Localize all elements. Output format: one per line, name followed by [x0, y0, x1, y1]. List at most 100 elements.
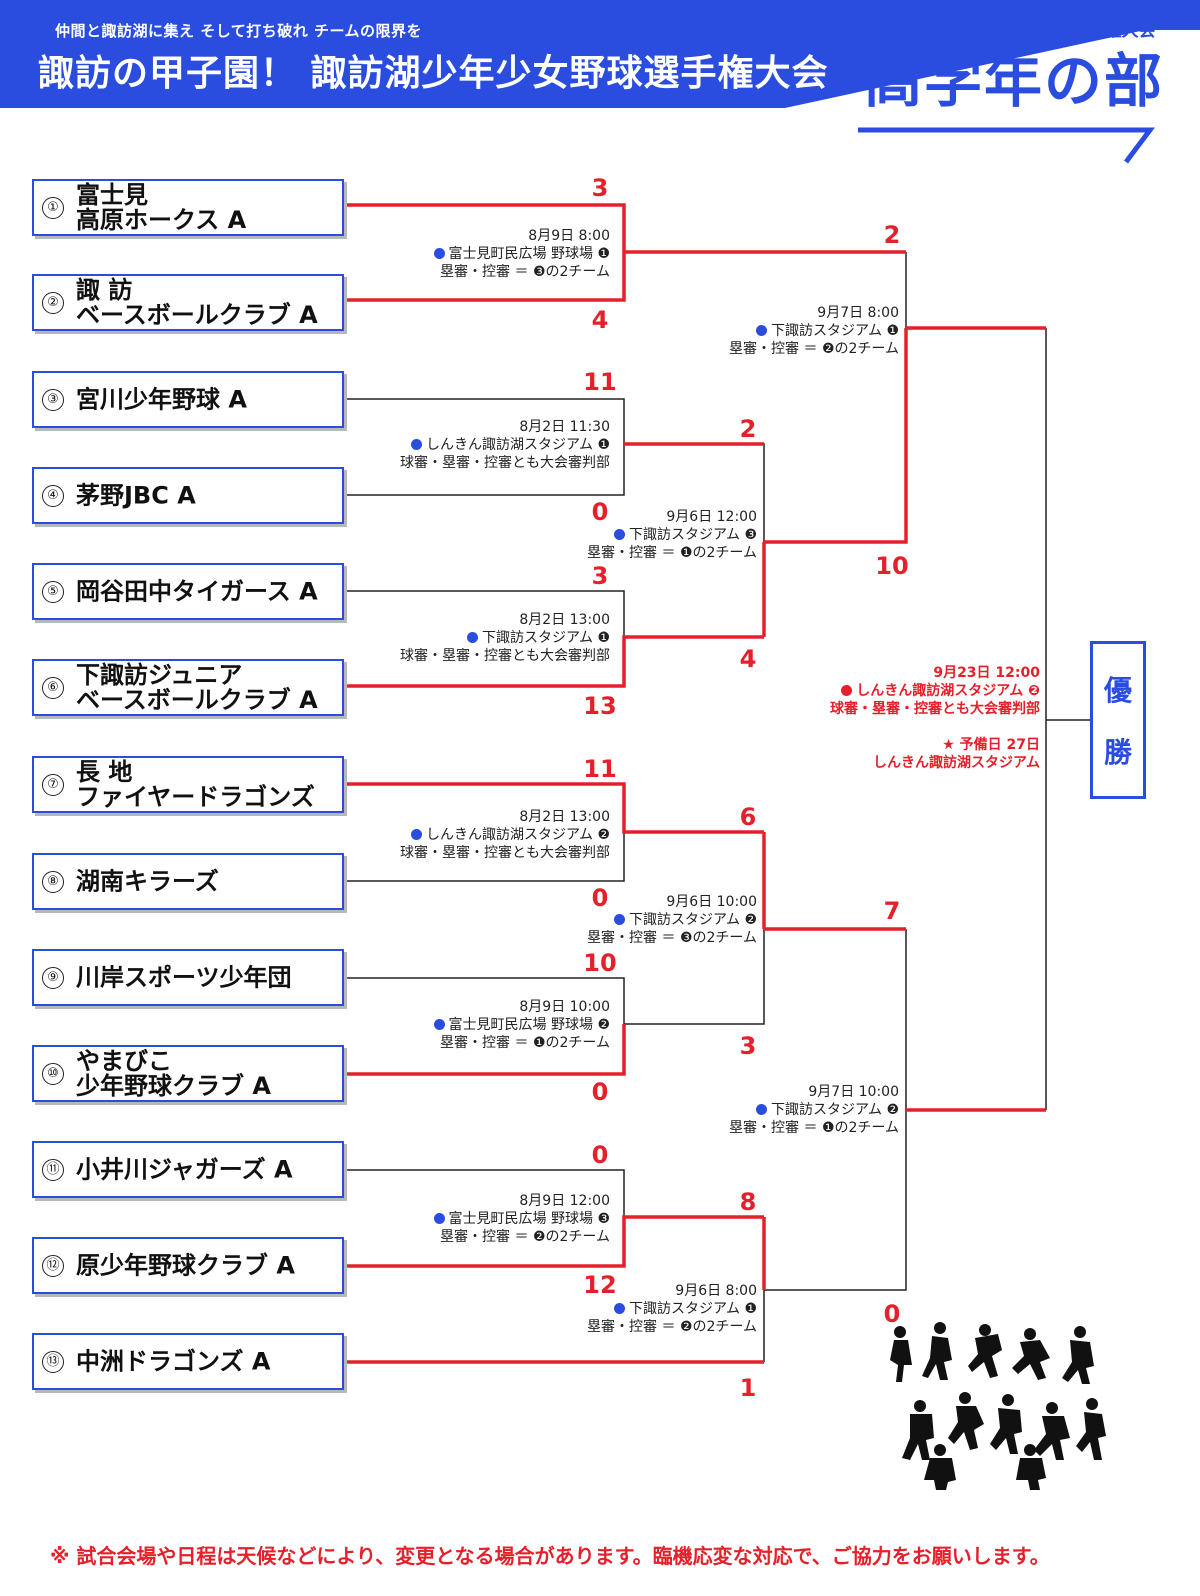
venue-dot-icon	[841, 685, 853, 696]
team-name: 諏 訪ベースボールクラブ A	[76, 275, 318, 329]
score-team12: 12	[583, 1271, 617, 1299]
venue-dot-icon	[410, 829, 422, 840]
team-name: 小井川ジャガーズ A	[76, 1155, 293, 1183]
score-team10: 0	[591, 1078, 609, 1106]
team-box-8: ⑧ 湖南キラーズ	[32, 853, 344, 910]
match-info-s1: 9月7日 8:00 下諏訪スタジアム ❶ 塁審・控審 ＝ ❷の2チーム	[729, 305, 899, 357]
reserve-venue: しんきん諏訪湖スタジアム	[872, 755, 1040, 771]
team-number: ⑦	[42, 773, 64, 796]
team-number: ⑪	[42, 1158, 64, 1181]
score-r2-m5: 3	[739, 1032, 757, 1060]
line-q3-loser	[764, 1110, 907, 1291]
team-box-9: ⑨ 川岸スポーツ少年団	[32, 949, 344, 1006]
line-team11-r1	[344, 1169, 625, 1217]
team-box-10: ⑩ やまびこ少年野球クラブ A	[32, 1045, 344, 1102]
line-team5-r1	[344, 590, 625, 637]
team-name: 長 地ファイヤードラゴンズ	[76, 757, 315, 811]
champion-label-2: 勝	[1103, 736, 1132, 769]
match-info-s2: 9月7日 10:00 下諏訪スタジアム ❷ 塁審・控審 ＝ ❶の2チーム	[729, 1084, 899, 1136]
team-number: ⑥	[42, 676, 64, 699]
line-team9-r1	[344, 977, 625, 1024]
score-team8: 0	[591, 884, 609, 912]
champion-label-1: 優	[1103, 674, 1132, 707]
match-info-q3: 9月6日 8:00 下諏訪スタジアム ❶ 塁審・控審 ＝ ❷の2チーム	[587, 1283, 757, 1335]
reserve-day: ★ 予備日 27日	[942, 737, 1040, 753]
score-team11: 0	[591, 1141, 609, 1169]
team-number: ①	[42, 196, 64, 219]
win-team10	[344, 1024, 626, 1076]
match-info-m3: 8月2日 13:00 下諏訪スタジアム ❶ 球審・塁審・控審とも大会審判部	[400, 612, 610, 664]
team-box-7: ⑦ 長 地ファイヤードラゴンズ	[32, 756, 344, 813]
score-r2-m6: 8	[739, 1188, 757, 1216]
match-info-m6: 8月9日 12:00 富士見町民広場 野球場 ❸ 塁審・控審 ＝ ❷の2チーム	[330, 1192, 610, 1246]
score-sf-top-b: 10	[875, 552, 909, 580]
win-team2	[344, 252, 626, 302]
team-name: 茅野JBC A	[76, 481, 196, 509]
team-box-3: ③ 宮川少年野球 A	[32, 371, 344, 428]
banner-title: 諏訪の甲子園！ 諏訪湖少年少女野球選手権大会	[38, 53, 829, 94]
team-number: ⑫	[42, 1254, 64, 1277]
score-team9: 10	[583, 949, 617, 977]
venue-dot-icon	[755, 325, 767, 336]
score-team6: 13	[583, 692, 617, 720]
champion-box: 優 勝	[1090, 641, 1146, 799]
team-box-2: ② 諏 訪ベースボールクラブ A	[32, 274, 344, 331]
score-team4: 0	[591, 498, 609, 526]
win-team7	[344, 782, 764, 834]
team-name: 原少年野球クラブ A	[76, 1251, 295, 1279]
match-info-m2: 8月2日 11:30 しんきん諏訪湖スタジアム ❶ 球審・塁審・控審とも大会審判…	[400, 419, 610, 471]
venue-dot-icon	[433, 248, 445, 259]
team-name: やまびこ少年野球クラブ A	[76, 1046, 271, 1100]
division-title: 高学年の部	[864, 47, 1165, 115]
score-r2-m2: 2	[739, 415, 757, 443]
match-info-final: 9月23日 12:00 しんきん諏訪湖スタジアム ❷ 球審・塁審・控審とも大会審…	[760, 664, 1040, 772]
team-name: 湖南キラーズ	[76, 867, 219, 895]
score-team7: 11	[583, 755, 617, 783]
tournament-edition: 第43回諏訪湖少年少女野球選手権大会	[860, 21, 1156, 41]
score-team1: 3	[591, 174, 609, 202]
score-r2-m4: 6	[739, 803, 757, 831]
division-underline	[858, 127, 1155, 164]
team-name: 中洲ドラゴンズ A	[76, 1347, 271, 1375]
team-number: ⑨	[42, 966, 64, 989]
venue-dot-icon	[410, 439, 422, 450]
line-team3-r1	[344, 398, 625, 444]
score-sf-bot-b: 0	[883, 1300, 901, 1328]
score-team2: 4	[591, 306, 609, 334]
team-box-13: ⑬ 中洲ドラゴンズ A	[32, 1333, 344, 1390]
team-box-12: ⑫ 原少年野球クラブ A	[32, 1237, 344, 1294]
team-box-5: ⑤ 岡谷田中タイガース A	[32, 563, 344, 620]
baseball-players-icon	[890, 1322, 1106, 1490]
team-name: 下諏訪ジュニアベースボールクラブ A	[76, 660, 318, 714]
team-box-6: ⑥ 下諏訪ジュニアベースボールクラブ A	[32, 659, 344, 716]
footnote-notice: ※ 試合会場や日程は天候などにより、変更となる場合があります。臨機応変な対応で、…	[50, 1544, 1050, 1568]
header-banner	[0, 0, 1200, 108]
banner-tagline: 仲間と諏訪湖に集え そして打ち破れ チームの限界を	[55, 22, 423, 40]
team-number: ⑩	[42, 1062, 64, 1085]
win-team12	[344, 1215, 764, 1268]
team-name: 川岸スポーツ少年団	[76, 963, 292, 991]
line-team4-r1	[344, 444, 625, 496]
venue-dot-icon	[613, 1303, 625, 1314]
match-info-q2: 9月6日 10:00 下諏訪スタジアム ❷ 塁審・控審 ＝ ❸の2チーム	[587, 894, 757, 946]
match-info-m5: 8月9日 10:00 富士見町民広場 野球場 ❷ 塁審・控審 ＝ ❶の2チーム	[330, 998, 610, 1052]
score-r2-team13: 1	[739, 1374, 757, 1402]
score-r2-m3: 4	[739, 645, 757, 673]
venue-dot-icon	[433, 1213, 445, 1224]
score-sf-bot-a: 7	[883, 897, 901, 925]
team-box-11: ⑪ 小井川ジャガーズ A	[32, 1141, 344, 1198]
match-info-m4: 8月2日 13:00 しんきん諏訪湖スタジアム ❷ 球審・塁審・控審とも大会審判…	[400, 809, 610, 861]
team-number: ⑬	[42, 1350, 64, 1373]
team-number: ⑧	[42, 870, 64, 893]
team-name: 富士見高原ホークス A	[76, 180, 247, 234]
line-m5-r2	[624, 929, 765, 1025]
score-team5: 3	[591, 562, 609, 590]
win-q1	[764, 328, 908, 544]
team-box-4: ④ 茅野JBC A	[32, 467, 344, 524]
score-team3: 11	[583, 368, 617, 396]
venue-dot-icon	[466, 632, 478, 643]
team-name: 宮川少年野球 A	[76, 385, 247, 413]
venue-dot-icon	[613, 529, 625, 540]
venue-dot-icon	[755, 1104, 767, 1115]
